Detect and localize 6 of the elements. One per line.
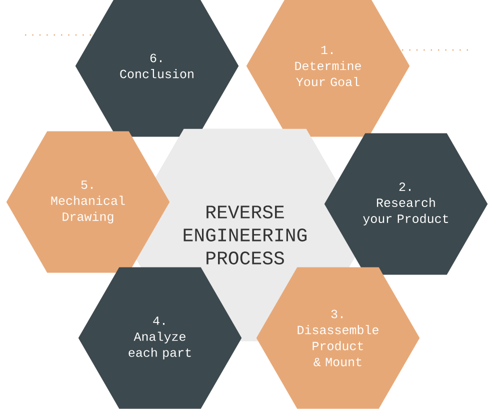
hexagon: 2. Research your Product [324, 133, 488, 275]
hexagon: 1. Determine Your Goal [246, 0, 410, 137]
hexagon: 6. Conclusion [75, 0, 239, 137]
hexagon: 4. Analyze each part [78, 267, 242, 409]
hexagon: 5. Mechanical Drawing [6, 131, 170, 273]
hexagon: 3. Disassemble Product & Mount [256, 267, 420, 409]
